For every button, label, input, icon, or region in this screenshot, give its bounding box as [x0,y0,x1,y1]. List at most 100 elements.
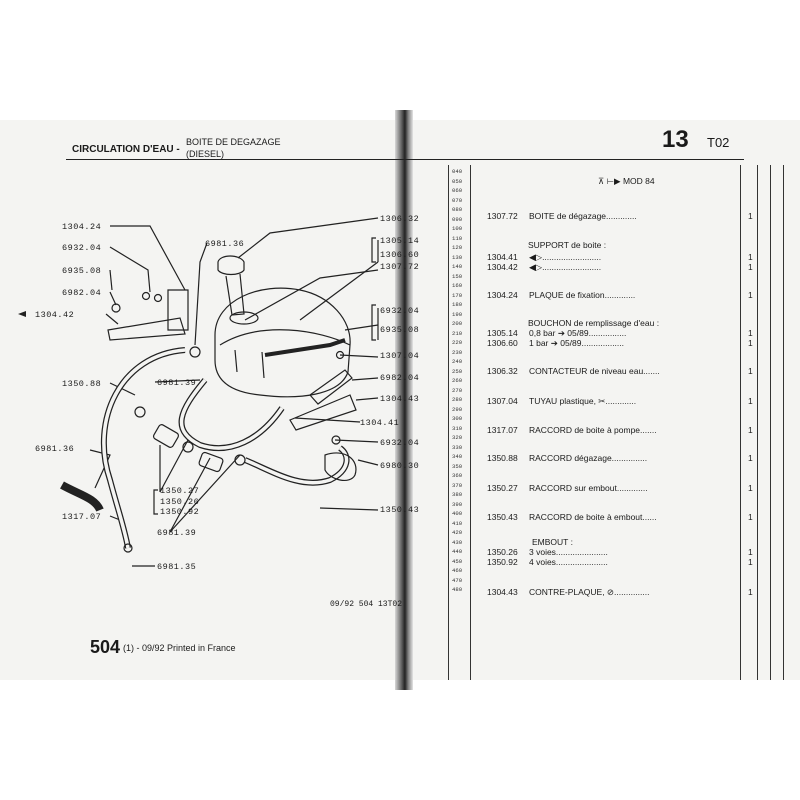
part-reference: 1350.26 [487,547,518,557]
part-description: RACCORD dégazage............... [529,453,648,463]
part-reference: 1350.27 [487,483,518,493]
line-number: 070 [452,196,463,204]
nut [335,350,345,360]
part-quantity: 1 [748,262,753,272]
group-heading-embout: EMBOUT : [532,537,573,547]
callout-1350-88: 1350.88 [62,379,102,389]
leader-line [109,382,136,396]
callout-1305-14: 1305.14 [380,236,420,246]
part-quantity: 1 [748,547,753,557]
callout-1307-04: 1307.04 [380,351,420,361]
bracket [371,237,376,263]
callout-6981-39: 6981.39 [157,528,197,538]
callout-1304-43: 1304.43 [380,394,420,404]
part-quantity: 1 [748,366,753,376]
arrow-marker [18,311,26,317]
leader-line [355,397,379,401]
part-description: TUYAU plastique, ✂............. [529,396,637,406]
part-quantity: 1 [748,557,753,567]
line-number: 400 [452,510,463,517]
clamp [234,454,246,466]
clamp [182,441,194,453]
line-number: 360 [452,472,463,479]
leader-line [244,269,379,321]
level-sensor-probe [225,273,245,316]
line-number: 290 [452,405,463,413]
pump-fitting-1317-07 [60,481,104,512]
bracket [371,304,376,341]
callout-6932-04: 6932.04 [380,306,420,316]
line-number: 270 [452,386,463,394]
column-divider [783,165,784,680]
line-number: 210 [452,329,463,337]
group-heading-bouchon: BOUCHON de remplissage d'eau : [528,318,660,328]
line-number: 080 [452,206,463,213]
leader-line [109,269,113,291]
support-bracket [107,317,186,341]
line-number: 170 [452,291,463,299]
part-description: ◀▷......................... [529,252,602,262]
callout-1304-42: 1304.42 [35,310,75,320]
callout-6982-04: 6982.04 [62,288,102,298]
callout-1350-92: 1350.92 [160,507,200,517]
callout-1317-07: 1317.07 [62,512,102,522]
leader-line [357,459,379,466]
leader-line [319,507,379,511]
leader-line [334,439,379,443]
part-quantity: 1 [748,425,753,435]
part-reference: 1317.07 [487,425,518,435]
part-reference: 1307.72 [487,211,518,221]
plastic-pipe [264,338,346,357]
line-number: 310 [452,424,463,432]
part-quantity: 1 [748,252,753,262]
leader-line [169,457,211,533]
line-number: 300 [452,415,463,422]
callout-6932-04: 6932.04 [62,243,102,253]
hose-inner [244,446,349,485]
line-number: 370 [452,481,463,489]
hose-inner [179,378,284,450]
callout-6981-36: 6981.36 [205,239,245,249]
seal-ring [229,311,259,325]
callout-1350-26: 1350.26 [160,497,200,507]
line-number: 040 [452,168,463,175]
tank-seam [219,329,351,346]
fixation-plate [167,289,189,331]
vehicle-icon: ⊼ [598,176,605,186]
part-description: RACCORD sur embout............. [529,483,648,493]
leader-line [169,454,241,533]
parts-row: 1304.42◀▷......................... [487,262,601,273]
part-reference: 1307.04 [487,396,518,406]
line-number: 100 [452,225,463,232]
line-number: 340 [452,453,463,460]
callout-1350-43: 1350.43 [380,505,420,515]
part-reference: 1306.60 [487,338,518,348]
line-number: 330 [452,443,463,451]
leader-line [237,217,379,259]
callout-1304-24: 1304.24 [62,222,102,232]
part-quantity: 1 [748,512,753,522]
line-number: 220 [452,339,463,346]
parts-row: 1307.04 TUYAU plastique, ✂............. [487,396,636,407]
nut [153,293,163,303]
part-description: CONTRE-PLAQUE, ⊘............... [529,587,650,597]
line-number: 390 [452,500,463,508]
part-quantity: 1 [748,290,753,300]
fitting-1350-26 [198,451,224,473]
part-quantity: 1 [748,483,753,493]
clamp [189,346,201,358]
parts-row: 1350.27 RACCORD sur embout............. [487,483,648,493]
page-code: T02 [707,135,730,150]
leader-line [159,439,189,493]
column-divider [757,165,758,680]
part-description: 1 bar ➔ 05/89.................. [529,338,624,348]
tank-ribs [234,349,265,379]
line-number: 440 [452,548,463,555]
callout-1306-60: 1306.60 [380,250,420,260]
